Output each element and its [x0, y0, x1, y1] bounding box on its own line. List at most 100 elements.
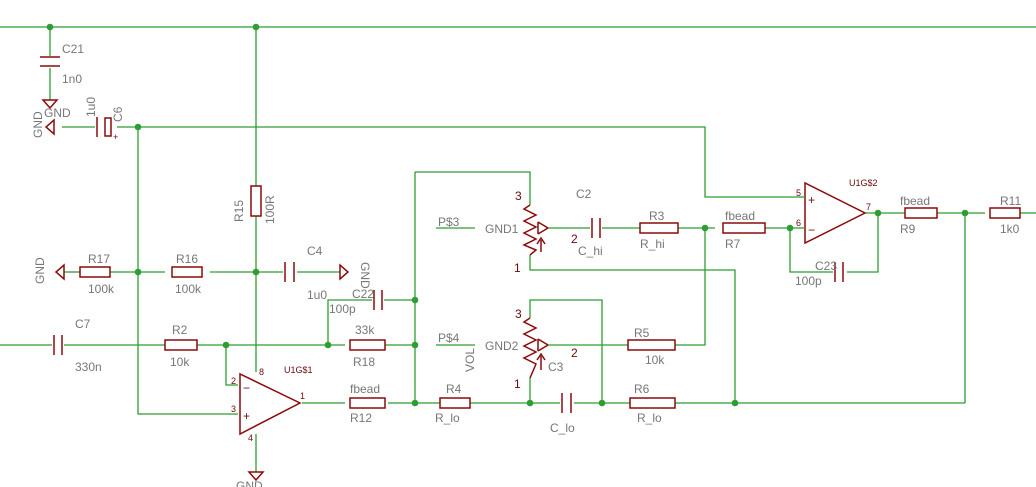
c7-value: 330n — [75, 360, 102, 374]
r7-name: R7 — [725, 237, 741, 251]
r5-name: R5 — [634, 326, 650, 340]
opamp-u1-b: + − 5 6 7 U1G$2 — [796, 178, 878, 245]
resistor-r12: fbead R12 — [349, 382, 386, 425]
gnd-label-c4: GND — [358, 262, 372, 289]
r17-value: 100k — [88, 282, 115, 296]
r11-value: 1k0 — [1000, 222, 1020, 236]
r3-name: R3 — [649, 209, 665, 223]
gnd-label-c21: GND — [44, 106, 71, 120]
svg-text:+: + — [243, 409, 250, 423]
c23-value: 100p — [795, 274, 822, 288]
capacitor-c6: + 1u0 C6 — [84, 97, 125, 142]
capacitor-c7: C7 330n — [53, 317, 102, 374]
c21-name: C21 — [62, 42, 84, 56]
svg-text:5: 5 — [796, 188, 801, 198]
gnd1-net: P$3 — [438, 215, 460, 229]
r6-value: R_lo — [637, 411, 662, 425]
r12-name: R12 — [350, 411, 372, 425]
capacitor-c22: C22 100p — [329, 287, 383, 316]
r16-name: R16 — [176, 252, 198, 266]
capacitor-c2: C2 C_hi — [576, 187, 603, 258]
c21-value: 1n0 — [62, 72, 82, 86]
svg-text:2: 2 — [571, 232, 578, 246]
gnd-symbol-c21: GND — [41, 99, 71, 120]
svg-text:3: 3 — [515, 307, 522, 321]
r15-value: 100R — [263, 195, 277, 224]
r15-name: R15 — [232, 200, 246, 222]
u1a-name: U1G$1 — [284, 365, 313, 375]
gnd-symbol-c6: GND — [31, 111, 55, 138]
resistor-r9: fbead R9 — [900, 194, 938, 236]
svg-text:7: 7 — [866, 202, 871, 212]
gnd-label-c6: GND — [31, 111, 45, 138]
svg-text:−: − — [243, 381, 250, 395]
r4-value: R_lo — [435, 411, 460, 425]
opamp-u1-a: − + 2 3 1 8 4 U1G$1 — [231, 365, 313, 472]
gnd1-name: GND1 — [485, 222, 519, 236]
c22-name: C22 — [352, 287, 374, 301]
svg-text:+: + — [808, 193, 815, 207]
r2-name: R2 — [172, 323, 188, 337]
c7-name: C7 — [75, 317, 91, 331]
svg-text:4: 4 — [248, 433, 253, 443]
c2-name: C2 — [576, 187, 592, 201]
resistor-r5: R5 10k — [627, 326, 676, 367]
resistor-r6: R6 R_lo — [629, 382, 676, 425]
gnd2-label2: VOL — [463, 348, 477, 372]
r4-name: R4 — [446, 382, 462, 396]
gnd2-name: GND2 — [485, 339, 519, 353]
svg-text:6: 6 — [796, 218, 801, 228]
r16-value: 100k — [175, 282, 202, 296]
r9-value: fbead — [900, 194, 930, 208]
gnd-symbol-bottom: GND — [236, 471, 265, 487]
r7-value: fbead — [725, 209, 755, 223]
c6-value: 1u0 — [84, 97, 98, 117]
svg-text:1: 1 — [514, 377, 521, 391]
svg-text:8: 8 — [259, 367, 264, 377]
resistor-r16: R16 100k — [171, 252, 203, 296]
c22-value: 100p — [329, 302, 356, 316]
potentiometer-gnd1: 3 1 2 GND1 P$3 — [438, 189, 578, 275]
gnd-symbol-c4: GND — [339, 262, 372, 289]
r17-name: R17 — [88, 252, 110, 266]
c2-value: C_hi — [578, 244, 603, 258]
capacitor-c4: C4 1u0 — [284, 244, 327, 302]
potentiometer-gnd2: 3 1 2 GND2 P$4 VOL — [438, 307, 578, 391]
u1b-name: U1G$2 — [849, 178, 878, 188]
r2-value: 10k — [170, 355, 190, 369]
resistor-r2: R2 10k — [164, 323, 198, 369]
svg-text:−: − — [808, 223, 815, 237]
resistor-r7: fbead R7 — [722, 209, 766, 251]
svg-text:2: 2 — [231, 376, 236, 386]
svg-text:3: 3 — [515, 189, 522, 203]
c3-value: C_lo — [550, 421, 575, 435]
wires — [0, 26, 1036, 415]
svg-text:1: 1 — [514, 261, 521, 275]
r9-name: R9 — [900, 222, 916, 236]
r5-value: 10k — [645, 353, 665, 367]
capacitor-c3: C3 C_lo — [548, 360, 575, 435]
svg-text:1: 1 — [300, 391, 305, 401]
c23-name: C23 — [815, 259, 837, 273]
c3-name: C3 — [548, 360, 564, 374]
r6-name: R6 — [634, 382, 650, 396]
gnd-symbol-r17: GND — [33, 257, 65, 284]
resistor-r4: R4 R_lo — [435, 382, 471, 425]
resistor-r15: R15 100R — [232, 185, 277, 224]
r18-name: R18 — [353, 355, 375, 369]
r3-value: R_hi — [640, 237, 665, 251]
svg-text:+: + — [113, 132, 118, 142]
resistor-r17: R17 100k — [79, 252, 115, 296]
capacitor-c21: C21 1n0 — [40, 42, 84, 86]
c6-name: C6 — [111, 106, 125, 122]
r11-name: R11 — [1000, 194, 1021, 208]
capacitor-c23: C23 100p — [795, 259, 844, 288]
resistor-r11: R11 1k0 — [989, 194, 1021, 236]
c4-name: C4 — [307, 244, 323, 258]
resistor-r18: 33k R18 — [349, 323, 386, 369]
r12-value: fbead — [350, 382, 380, 396]
c4-value: 1u0 — [307, 288, 327, 302]
gnd-label-bottom: GND — [236, 479, 263, 487]
svg-text:2: 2 — [571, 346, 578, 360]
